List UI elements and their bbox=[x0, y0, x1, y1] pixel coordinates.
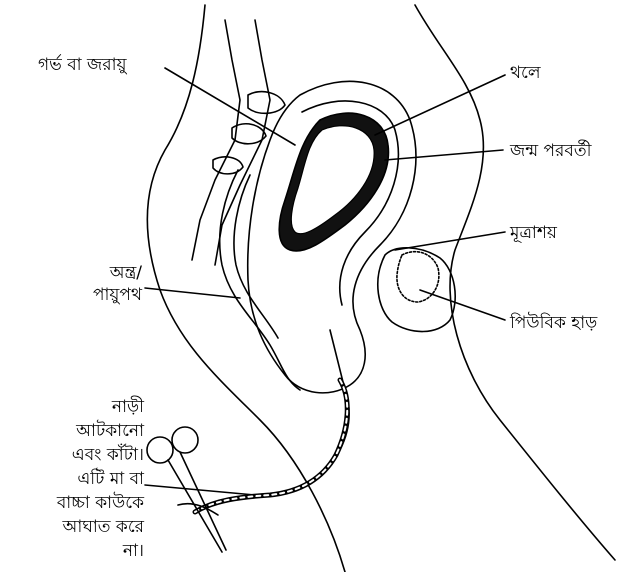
label-uterus: গর্ভ বা জরায়ু bbox=[38, 54, 127, 76]
body-outline-back bbox=[147, 5, 345, 572]
label-pubic-bone: পিউবিক হাড় bbox=[510, 312, 597, 334]
bladder bbox=[378, 248, 455, 332]
line-uterus bbox=[165, 68, 295, 145]
label-bladder: মূত্রাশয় bbox=[510, 222, 557, 244]
spine bbox=[192, 20, 240, 260]
body-outline-front bbox=[415, 5, 615, 560]
line-rectum bbox=[145, 288, 240, 298]
cord-note-line: এবং কাঁটা। bbox=[14, 443, 144, 467]
label-rectum-line: অন্ত্র/ bbox=[52, 262, 142, 284]
label-cord-note: নাড়ী আটকানো এবং কাঁটা। এটি মা বা বাচ্চা… bbox=[14, 395, 144, 563]
line-pubic bbox=[420, 290, 505, 320]
cord-note-line: আটকানো bbox=[14, 419, 144, 443]
label-rectum-line: পায়ুপথ bbox=[52, 284, 142, 306]
cord-note-line: বাচ্চা কাউকে bbox=[14, 491, 144, 515]
line-bladder bbox=[395, 232, 505, 250]
cord-note-line: এটি মা বা bbox=[14, 467, 144, 491]
cord-note-line: না। bbox=[14, 539, 144, 563]
label-rectum: অন্ত্র/ পায়ুপথ bbox=[52, 262, 142, 306]
cord-note-line: আঘাত করে bbox=[14, 515, 144, 539]
label-placenta: জন্ম পরবর্তী bbox=[510, 140, 591, 162]
line-sac bbox=[375, 75, 505, 135]
label-sac: থলে bbox=[510, 62, 541, 84]
cord-note-line: নাড়ী bbox=[14, 395, 144, 419]
line-placenta bbox=[385, 150, 503, 160]
